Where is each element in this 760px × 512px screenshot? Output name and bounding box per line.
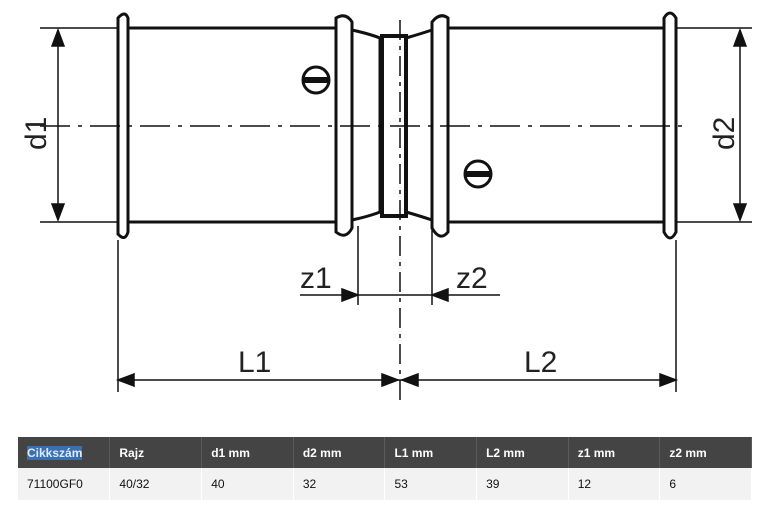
header-rajz: Rajz [109,437,203,468]
label-z1: z1 [300,262,332,295]
header-l2: L2 mm [476,437,569,468]
header-cikkszam: Cikkszám [18,437,111,468]
cell-l2: 39 [476,468,569,500]
header-z1: z1 mm [568,437,661,468]
header-l1: L1 mm [384,437,478,468]
header-d2: d2 mm [293,437,386,468]
header-d1: d1 mm [201,437,294,468]
fitting-drawing: d1 d2 z1 z2 L1 L2 [20,11,752,400]
label-L2: L2 [524,346,557,379]
cell-z2: 6 [659,468,752,500]
label-L1: L1 [238,346,271,379]
header-z2: z2 mm [659,437,752,468]
cell-d1: 40 [201,468,294,500]
label-d2: d2 [708,117,741,150]
dimensions-table: Cikkszám Rajz d1 mm d2 mm L1 mm L2 mm z1… [18,437,752,500]
header-label: Cikkszám [27,445,83,460]
table-header-row: Cikkszám Rajz d1 mm d2 mm L1 mm L2 mm z1… [18,437,752,468]
table-row: 71100GF0 40/32 40 32 53 39 12 6 [18,468,752,500]
label-z2: z2 [456,262,488,295]
cell-d2: 32 [293,468,386,500]
cell-rajz: 40/32 [109,468,203,500]
cell-cikkszam: 71100GF0 [18,468,111,500]
cell-l1: 53 [384,468,478,500]
cell-z1: 12 [568,468,661,500]
dimension-lines [40,20,752,400]
label-d1: d1 [20,117,53,150]
